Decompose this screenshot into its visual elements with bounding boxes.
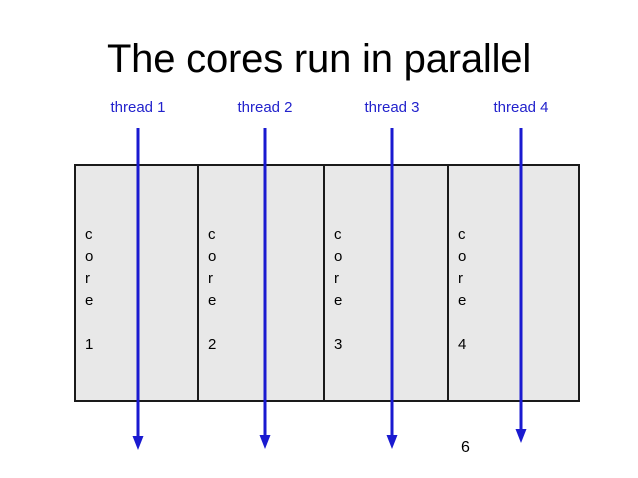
core-box-2: c o r e 2 [197, 164, 325, 402]
thread-label-3: thread 3 [364, 99, 420, 116]
core-label-3: c o r e 3 [334, 226, 343, 353]
thread-arrow-1 [131, 128, 145, 452]
core-label-1: c o r e 1 [85, 226, 94, 353]
core-box-3: c o r e 3 [323, 164, 449, 402]
page-title: The cores run in parallel [106, 37, 532, 81]
thread-arrow-2 [258, 128, 272, 452]
page-number: 6 [461, 439, 470, 456]
thread-label-1: thread 1 [110, 99, 166, 116]
thread-arrow-3 [385, 128, 399, 452]
core-label-4: c o r e 4 [458, 226, 467, 353]
thread-arrow-4 [514, 128, 528, 452]
core-label-2: c o r e 2 [208, 226, 217, 353]
thread-label-2: thread 2 [237, 99, 293, 116]
thread-label-4: thread 4 [493, 99, 549, 116]
cores-diagram: c o r e 1 c o r e 2 c o r e 3 c o r e 4 [74, 164, 580, 402]
core-box-4: c o r e 4 [447, 164, 580, 402]
